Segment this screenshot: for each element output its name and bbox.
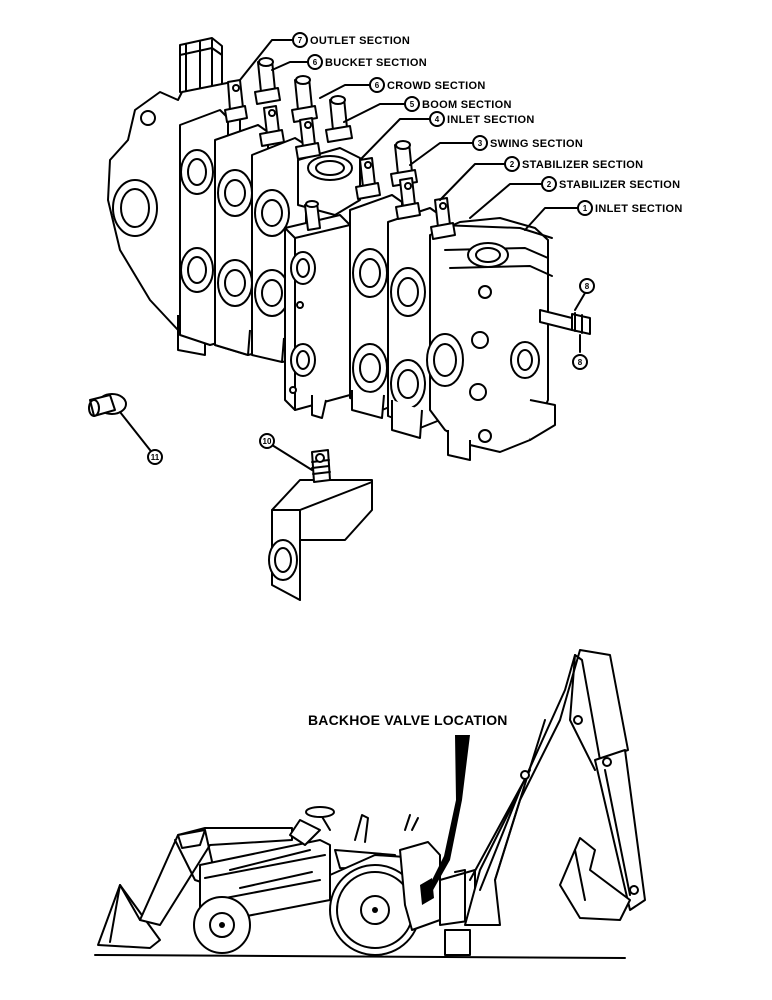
location-arrow (428, 735, 470, 892)
callout-outlet-section: 7 OUTLET SECTION (292, 32, 410, 48)
svg-text:CROWD SECTION: CROWD SECTION (387, 80, 486, 92)
callout-inlet-section-4: 4 INLET SECTION (429, 111, 535, 127)
svg-text:8: 8 (578, 358, 583, 367)
callout-leaders (119, 39, 586, 471)
svg-text:OUTLET SECTION: OUTLET SECTION (310, 35, 410, 47)
svg-text:10: 10 (263, 437, 272, 446)
part-number-10: 10 (259, 433, 275, 449)
callout-labels: 7 OUTLET SECTION 6 BUCKET SECTION 6 CROW… (147, 32, 683, 465)
svg-text:7: 7 (298, 36, 303, 45)
svg-text:STABILIZER SECTION: STABILIZER SECTION (559, 179, 680, 191)
svg-text:BUCKET SECTION: BUCKET SECTION (325, 57, 427, 69)
svg-text:6: 6 (313, 58, 318, 67)
svg-text:INLET SECTION: INLET SECTION (447, 114, 535, 126)
part-number-8-lower: 8 (572, 354, 588, 370)
part-11-plug (88, 393, 127, 417)
part-number-8-upper: 8 (579, 278, 595, 294)
svg-text:3: 3 (478, 139, 483, 148)
svg-text:8: 8 (585, 282, 590, 291)
svg-text:6: 6 (375, 81, 380, 90)
callout-crowd-section: 6 CROWD SECTION (369, 77, 486, 93)
svg-text:BOOM SECTION: BOOM SECTION (422, 99, 512, 111)
svg-text:5: 5 (410, 100, 415, 109)
tractor-backhoe-illustration (94, 649, 646, 959)
svg-text:1: 1 (583, 204, 588, 213)
svg-text:4: 4 (435, 115, 440, 124)
callout-bucket-section: 6 BUCKET SECTION (307, 54, 427, 70)
callout-inlet-section-1: 1 INLET SECTION (577, 200, 683, 216)
backhoe-valve-location-callout: BACKHOE VALVE LOCATION (308, 712, 508, 892)
callout-boom-section: 5 BOOM SECTION (404, 96, 512, 112)
callout-swing-section: 3 SWING SECTION (472, 135, 583, 151)
part-number-11: 11 (147, 449, 163, 465)
valve-bank-assembly (107, 37, 591, 461)
callout-stabilizer-section-upper: 2 STABILIZER SECTION (504, 156, 643, 172)
svg-text:INLET SECTION: INLET SECTION (595, 203, 683, 215)
svg-text:2: 2 (547, 180, 552, 189)
svg-text:2: 2 (510, 160, 515, 169)
svg-text:STABILIZER SECTION: STABILIZER SECTION (522, 159, 643, 171)
svg-text:11: 11 (151, 453, 160, 462)
svg-text:SWING SECTION: SWING SECTION (490, 138, 583, 150)
backhoe-valve-location-label: BACKHOE VALVE LOCATION (308, 712, 508, 728)
part-10-fitting (268, 449, 373, 601)
spool-ends (224, 57, 456, 240)
callout-stabilizer-section-lower: 2 STABILIZER SECTION (541, 176, 680, 192)
